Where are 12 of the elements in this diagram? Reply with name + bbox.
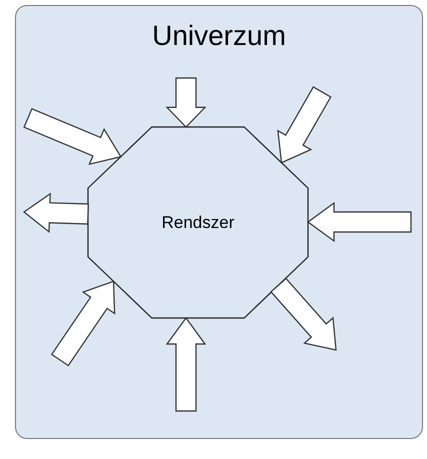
container-box [15, 5, 423, 439]
block-arrow [166, 77, 206, 128]
block-arrow [50, 280, 116, 366]
container-title: Univerzum [152, 20, 286, 52]
block-arrow [306, 202, 412, 242]
node-label: Rendszer [162, 212, 234, 232]
block-arrow [23, 108, 122, 166]
block-arrow [277, 86, 332, 164]
block-arrow [23, 192, 89, 233]
octagon-shape [88, 127, 308, 318]
block-arrow [270, 278, 337, 351]
block-arrow [166, 316, 206, 412]
